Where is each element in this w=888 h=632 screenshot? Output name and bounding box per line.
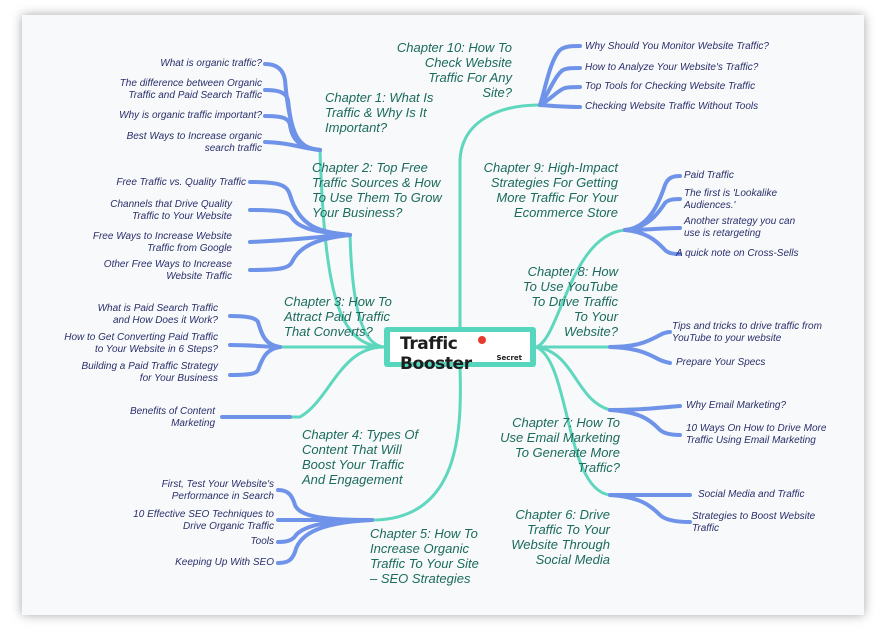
ch3-item-2[interactable]: How to Get Converting Paid Traffic to Yo…: [64, 332, 218, 355]
leaf-branches: [220, 44, 692, 565]
ch4-item-1[interactable]: Benefits of Content Marketing: [129, 406, 215, 429]
ch2-item-4[interactable]: Other Free Ways to Increase Website Traf…: [103, 259, 232, 282]
ch8-item-2[interactable]: Prepare Your Specs: [676, 357, 766, 368]
ch9-item-1[interactable]: Paid Traffic: [684, 170, 734, 181]
logo-target-icon: [478, 336, 486, 344]
ch1-item-4[interactable]: Best Ways to Increase organic search tra…: [126, 131, 262, 154]
ch7-item-2[interactable]: 10 Ways On How to Drive More Traffic Usi…: [686, 423, 827, 446]
ch3-item-3[interactable]: Building a Paid Traffic Strategy for You…: [81, 361, 218, 384]
branch-ch6: [534, 345, 612, 497]
chapter-4-label[interactable]: Chapter 4: Types Of Content That Will Bo…: [302, 427, 419, 487]
ch1-item-2[interactable]: The difference between Organic Traffic a…: [119, 78, 262, 101]
ch1-item-1[interactable]: What is organic traffic?: [160, 58, 262, 69]
branch-ch10: [458, 103, 542, 329]
chapter-2-label[interactable]: Chapter 2: Top Free Traffic Sources & Ho…: [312, 160, 442, 220]
ch3-item-1[interactable]: What is Paid Search Traffic and How Does…: [97, 303, 218, 326]
ch10-item-4[interactable]: Checking Website Traffic Without Tools: [585, 101, 759, 112]
branch-ch9: [534, 228, 627, 349]
chapter-10-label[interactable]: Chapter 10: How To Check Website Traffic…: [396, 40, 512, 100]
ch5-item-4[interactable]: Keeping Up With SEO: [175, 557, 274, 568]
central-logo-title: Traffic Booster: [400, 334, 472, 374]
chapter-9-label[interactable]: Chapter 9: High-Impact Strategies For Ge…: [483, 160, 618, 220]
ch10-item-3[interactable]: Top Tools for Checking Website Traffic: [585, 81, 756, 92]
chapter-6-label[interactable]: Chapter 6: Drive Traffic To Your Website…: [511, 507, 610, 567]
ch10-item-1[interactable]: Why Should You Monitor Website Traffic?: [585, 41, 769, 52]
ch9-item-4[interactable]: A quick note on Cross-Sells: [676, 248, 799, 259]
central-logo-box: Traffic Booster Secret: [390, 332, 530, 374]
ch5-item-1[interactable]: First, Test Your Website's Performance i…: [161, 479, 274, 502]
central-logo-subtitle: Secret: [496, 354, 522, 362]
ch10-item-2[interactable]: How to Analyze Your Website's Traffic?: [585, 62, 759, 73]
ch2-item-3[interactable]: Free Ways to Increase Website Traffic fr…: [92, 231, 232, 254]
ch9-item-2[interactable]: The first is 'Lookalike Audiences.': [684, 188, 778, 211]
ch2-item-2[interactable]: Channels that Drive Quality Traffic to Y…: [110, 199, 232, 222]
branch-ch2: [348, 233, 386, 349]
chapter-3-label[interactable]: Chapter 3: How To Attract Paid Traffic T…: [284, 294, 392, 339]
chapter-8-label[interactable]: Chapter 8: How To Use YouTube To Drive T…: [522, 264, 618, 339]
ch5-item-2[interactable]: 10 Effective SEO Techniques to Drive Org…: [133, 509, 274, 532]
branch-ch7: [534, 345, 612, 412]
chapter-5-label[interactable]: Chapter 5: How To Increase Organic Traff…: [370, 526, 479, 586]
ch2-item-1[interactable]: Free Traffic vs. Quality Traffic: [116, 177, 246, 188]
ch1-item-3[interactable]: Why is organic traffic important?: [119, 110, 262, 121]
mindmap-canvas: [22, 15, 864, 615]
ch9-item-3[interactable]: Another strategy you can use is retarget…: [684, 216, 796, 239]
ch5-item-3[interactable]: Tools: [250, 536, 274, 547]
branch-ch5: [370, 365, 462, 522]
chapter-branches: [278, 103, 627, 522]
ch6-item-1[interactable]: Social Media and Traffic: [698, 489, 805, 500]
chapter-1-label[interactable]: Chapter 1: What Is Traffic & Why Is It I…: [325, 90, 434, 135]
branch-ch4: [288, 345, 386, 419]
ch8-item-1[interactable]: Tips and tricks to drive traffic from Yo…: [672, 321, 822, 344]
branch-ch1: [318, 148, 386, 349]
central-topic-node[interactable]: Traffic Booster Secret: [384, 327, 536, 374]
chapter-7-label[interactable]: Chapter 7: How To Use Email Marketing To…: [500, 415, 620, 475]
ch6-item-2[interactable]: Strategies to Boost Website Traffic: [692, 511, 816, 534]
ch7-item-1[interactable]: Why Email Marketing?: [686, 400, 787, 411]
